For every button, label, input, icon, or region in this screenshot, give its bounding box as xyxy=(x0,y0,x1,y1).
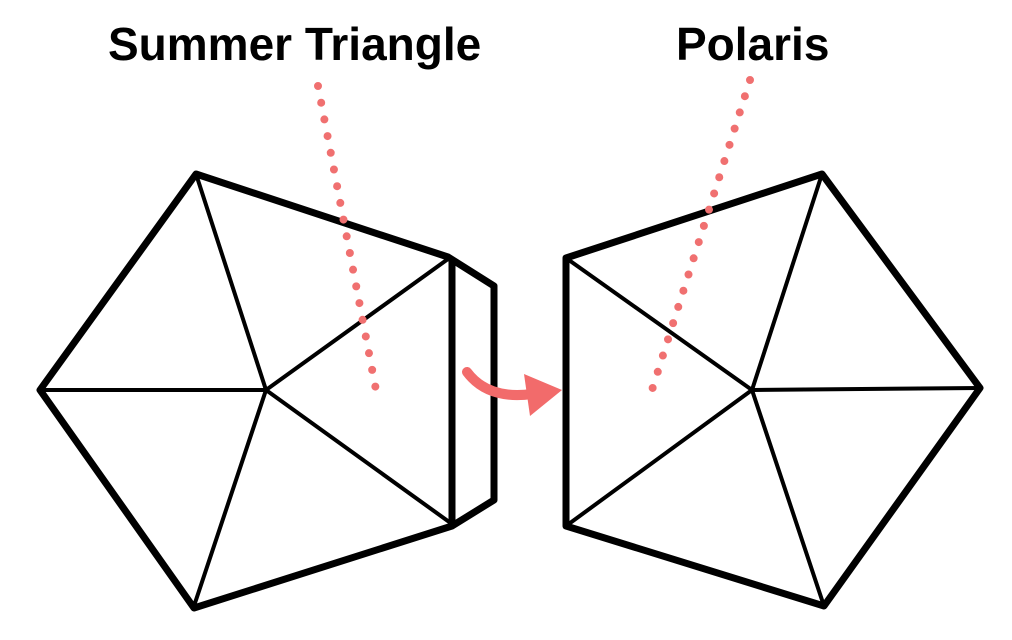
right-inner-line-1 xyxy=(750,172,824,392)
left-inner-line-2 xyxy=(264,257,450,392)
left-folded-pentagon xyxy=(36,170,498,612)
summer-triangle-label: Summer Triangle xyxy=(108,18,482,70)
polaris-pointer xyxy=(648,76,754,394)
polaris-label: Polaris xyxy=(676,18,830,70)
left-inner-line-1 xyxy=(194,172,268,392)
left-inner-line-3 xyxy=(264,388,454,526)
left-pentagon-outline xyxy=(36,170,498,612)
right-inner-line-5 xyxy=(564,256,754,392)
summer-triangle-pointer xyxy=(314,82,380,394)
right-inner-line-3 xyxy=(750,388,826,608)
right-pentagon xyxy=(562,170,984,610)
left-inner-line-4 xyxy=(192,388,268,608)
curved-arrow-icon xyxy=(462,367,562,416)
right-inner-line-4 xyxy=(564,388,754,528)
right-pentagon-outline xyxy=(562,170,984,610)
right-inner-line-2 xyxy=(750,386,982,392)
